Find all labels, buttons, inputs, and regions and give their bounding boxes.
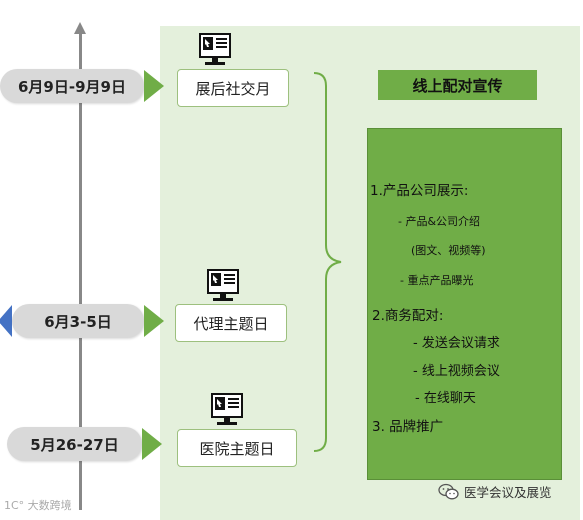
date-pill: 5月26-27日 <box>7 427 142 461</box>
watermark-right-text: 医学会议及展览 <box>464 485 552 500</box>
date-pill-arrow <box>142 428 162 460</box>
section-title: 1.产品公司展示: <box>370 183 469 199</box>
section-title: 2.商务配对: <box>372 308 444 324</box>
content-box: 1.产品公司展示: - 产品&公司介绍 (图文、视频等) - 重点产品曝光 2.… <box>367 128 562 480</box>
computer-monitor-icon <box>206 269 240 303</box>
date-pill-arrow <box>144 305 164 337</box>
list-item: - 产品&公司介绍 <box>398 215 481 228</box>
timeline-axis <box>79 30 82 510</box>
date-pill-arrow <box>144 70 164 102</box>
list-item: (图文、视频等) <box>411 244 486 257</box>
timeline-arrow-head <box>74 22 86 34</box>
computer-monitor-icon <box>210 393 244 427</box>
date-pill: 6月9日-9月9日 <box>0 69 144 103</box>
section-title: 3. 品牌推广 <box>372 419 444 435</box>
event-box: 展后社交月 <box>177 69 289 107</box>
computer-monitor-icon <box>198 33 232 67</box>
header-title: 线上配对宣传 <box>378 70 537 100</box>
watermark-right: 医学会议及展览 <box>438 482 552 501</box>
list-item: - 发送会议请求 <box>413 336 500 351</box>
list-item: - 重点产品曝光 <box>400 274 474 287</box>
event-box: 代理主题日 <box>175 304 287 342</box>
grouping-brace <box>313 72 342 452</box>
watermark-left: 1C° 大数跨境 <box>4 499 72 512</box>
wechat-icon <box>438 483 459 499</box>
date-pill: 6月3-5日 <box>12 304 144 338</box>
event-box: 医院主题日 <box>177 429 297 467</box>
list-item: - 线上视频会议 <box>413 364 500 379</box>
left-chevron-shape <box>0 305 12 337</box>
list-item: - 在线聊天 <box>415 391 476 406</box>
